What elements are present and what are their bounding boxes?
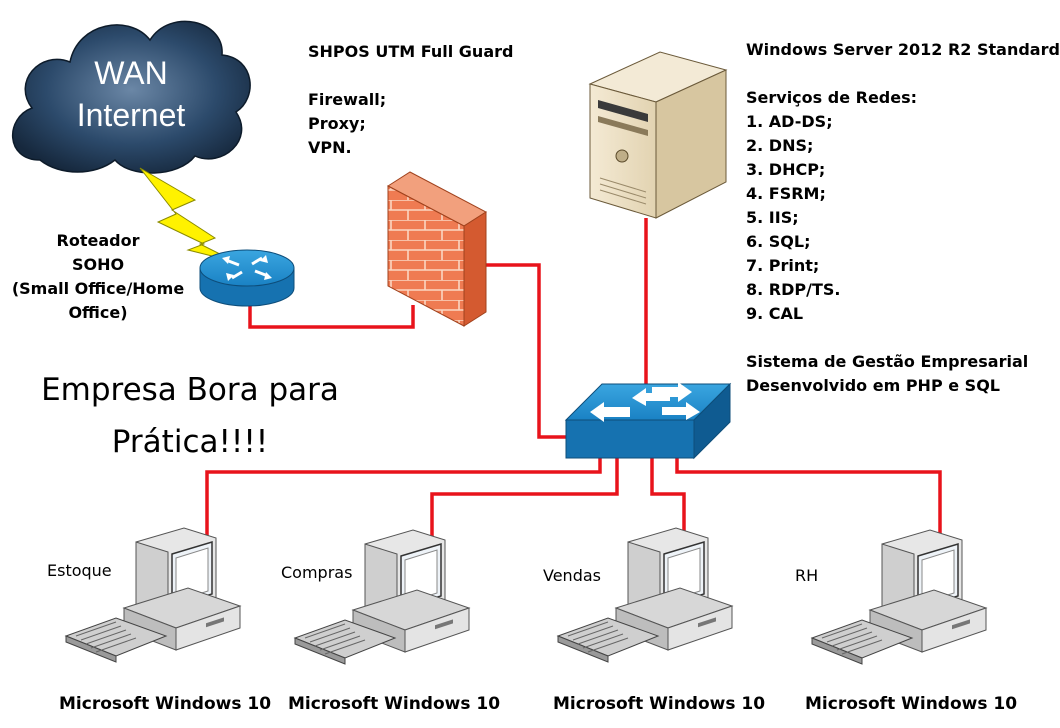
- switch-icon: [564, 382, 732, 460]
- workstation-compras-icon: [294, 529, 470, 665]
- link-firewall-switch: [482, 263, 570, 439]
- firewall-icon: [387, 171, 487, 327]
- link-router-firewall: [248, 305, 415, 329]
- company-title: Empresa Bora para Prática!!!!: [20, 364, 360, 468]
- dept-label-vendas: Vendas: [543, 566, 601, 585]
- server-service-item: 9. CAL: [746, 304, 804, 323]
- server-service-item: 8. RDP/TS.: [746, 280, 841, 299]
- company-title-line2: Prática!!!!: [111, 424, 269, 460]
- os-label-compras: Microsoft Windows 10: [288, 694, 501, 714]
- server-icon: [588, 51, 728, 219]
- wan-label-line2: Internet: [76, 97, 186, 133]
- link-switch-estoque: [205, 452, 602, 548]
- firewall-service-item: Proxy;: [308, 114, 366, 133]
- router-label-line3: (Small Office/Home: [11, 279, 185, 298]
- router-icon: [199, 249, 295, 307]
- firewall-service-item: Firewall;: [308, 90, 387, 109]
- router-label: Roteador SOHO (Small Office/Home Office): [8, 229, 188, 325]
- server-label: Windows Server 2012 R2 Standard Serviços…: [746, 38, 1060, 398]
- dept-label-compras: Compras: [281, 563, 353, 582]
- server-title: Windows Server 2012 R2 Standard: [746, 40, 1060, 59]
- firewall-label: SHPOS UTM Full Guard Firewall; Proxy; VP…: [308, 40, 513, 160]
- workstation-rh-icon: [811, 529, 987, 665]
- server-service-item: 4. FSRM;: [746, 184, 826, 203]
- server-service-item: 3. DHCP;: [746, 160, 826, 179]
- firewall-service-item: VPN.: [308, 138, 352, 157]
- link-switch-vendas: [650, 456, 686, 536]
- link-switch-rh: [675, 456, 942, 540]
- dept-label-rh: RH: [795, 566, 819, 585]
- server-system-line2: Desenvolvido em PHP e SQL: [746, 376, 1000, 395]
- server-service-item: 2. DNS;: [746, 136, 814, 155]
- network-links: [205, 218, 942, 548]
- dept-label-estoque: Estoque: [47, 561, 112, 580]
- os-label-estoque: Microsoft Windows 10: [59, 694, 272, 714]
- workstation-estoque-icon: [65, 527, 241, 663]
- router-label-line1: Roteador: [56, 231, 140, 250]
- wan-label-line1: WAN: [94, 55, 168, 91]
- server-service-item: 6. SQL;: [746, 232, 811, 251]
- wan-label: WAN Internet: [56, 52, 206, 136]
- router-label-line4: Office): [68, 303, 128, 322]
- link-switch-compras: [430, 456, 619, 540]
- company-title-line1: Empresa Bora para: [41, 372, 339, 408]
- server-service-item: 5. IIS;: [746, 208, 799, 227]
- server-service-item: 1. AD-DS;: [746, 112, 833, 131]
- server-service-item: 7. Print;: [746, 256, 820, 275]
- firewall-title: SHPOS UTM Full Guard: [308, 42, 514, 61]
- os-label-vendas: Microsoft Windows 10: [553, 694, 766, 714]
- server-services-heading: Serviços de Redes:: [746, 88, 918, 107]
- workstation-vendas-icon: [557, 527, 733, 663]
- server-system-line1: Sistema de Gestão Empresarial: [746, 352, 1029, 371]
- router-label-line2: SOHO: [71, 255, 125, 274]
- os-label-rh: Microsoft Windows 10: [805, 694, 1018, 714]
